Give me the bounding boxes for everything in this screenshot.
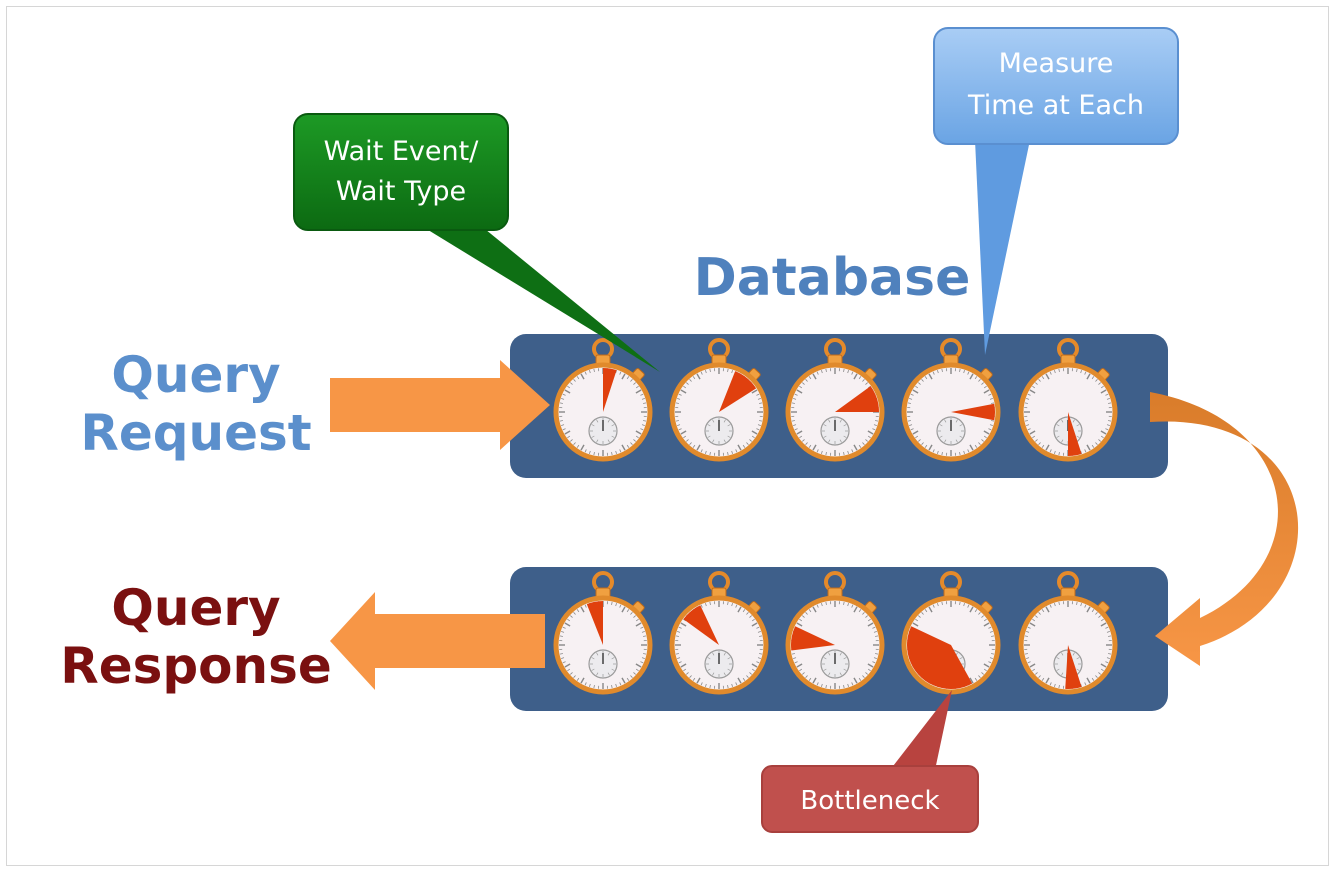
bottleneck-callout: Bottleneck <box>761 690 979 833</box>
measure-time-callout-line2: Time at Each <box>967 90 1144 121</box>
stopwatch-icon <box>901 571 1001 695</box>
query-response-label-line2: Response <box>60 637 332 695</box>
elapsed-time-wedge <box>951 403 996 421</box>
stopwatch-icon <box>669 338 769 462</box>
elapsed-time-wedge <box>907 626 973 689</box>
curved-connector-arrow <box>1150 392 1299 666</box>
query-request-arrow <box>330 360 550 450</box>
stopwatch-icon <box>1018 571 1118 695</box>
elapsed-time-wedge <box>791 626 835 651</box>
elapsed-time-wedge <box>835 386 879 412</box>
stopwatch-icon <box>785 571 885 695</box>
query-response-label-line1: Query <box>111 579 280 637</box>
stopwatch-row-top <box>553 338 1118 462</box>
measure-time-callout: Measure Time at Each <box>933 27 1179 355</box>
bottleneck-callout-label: Bottleneck <box>800 786 939 816</box>
elapsed-time-wedge <box>683 605 719 645</box>
wait-event-callout-line2: Wait Type <box>336 176 466 207</box>
elapsed-time-wedge <box>1068 412 1082 456</box>
stopwatch-icon <box>669 571 769 695</box>
elapsed-time-wedge <box>1065 645 1082 689</box>
stopwatch-icon <box>901 338 1001 462</box>
query-request-label-line1: Query <box>111 346 280 404</box>
wait-event-callout-line1: Wait Event/ <box>324 136 480 167</box>
stopwatch-icon <box>785 338 885 462</box>
measure-time-callout-line1: Measure <box>999 48 1114 79</box>
stopwatch-row-bottom <box>553 571 1118 695</box>
elapsed-time-wedge <box>603 368 617 412</box>
stopwatch-icon <box>553 571 653 695</box>
database-label: Database <box>694 248 971 308</box>
elapsed-time-wedge <box>719 371 757 412</box>
stopwatch-icon <box>553 338 653 462</box>
wait-event-callout: Wait Event/ Wait Type <box>293 113 660 372</box>
stopwatch-icon <box>1018 338 1118 462</box>
query-request-label-line2: Request <box>80 404 311 462</box>
elapsed-time-wedge <box>586 601 603 645</box>
query-response-arrow <box>330 592 545 690</box>
